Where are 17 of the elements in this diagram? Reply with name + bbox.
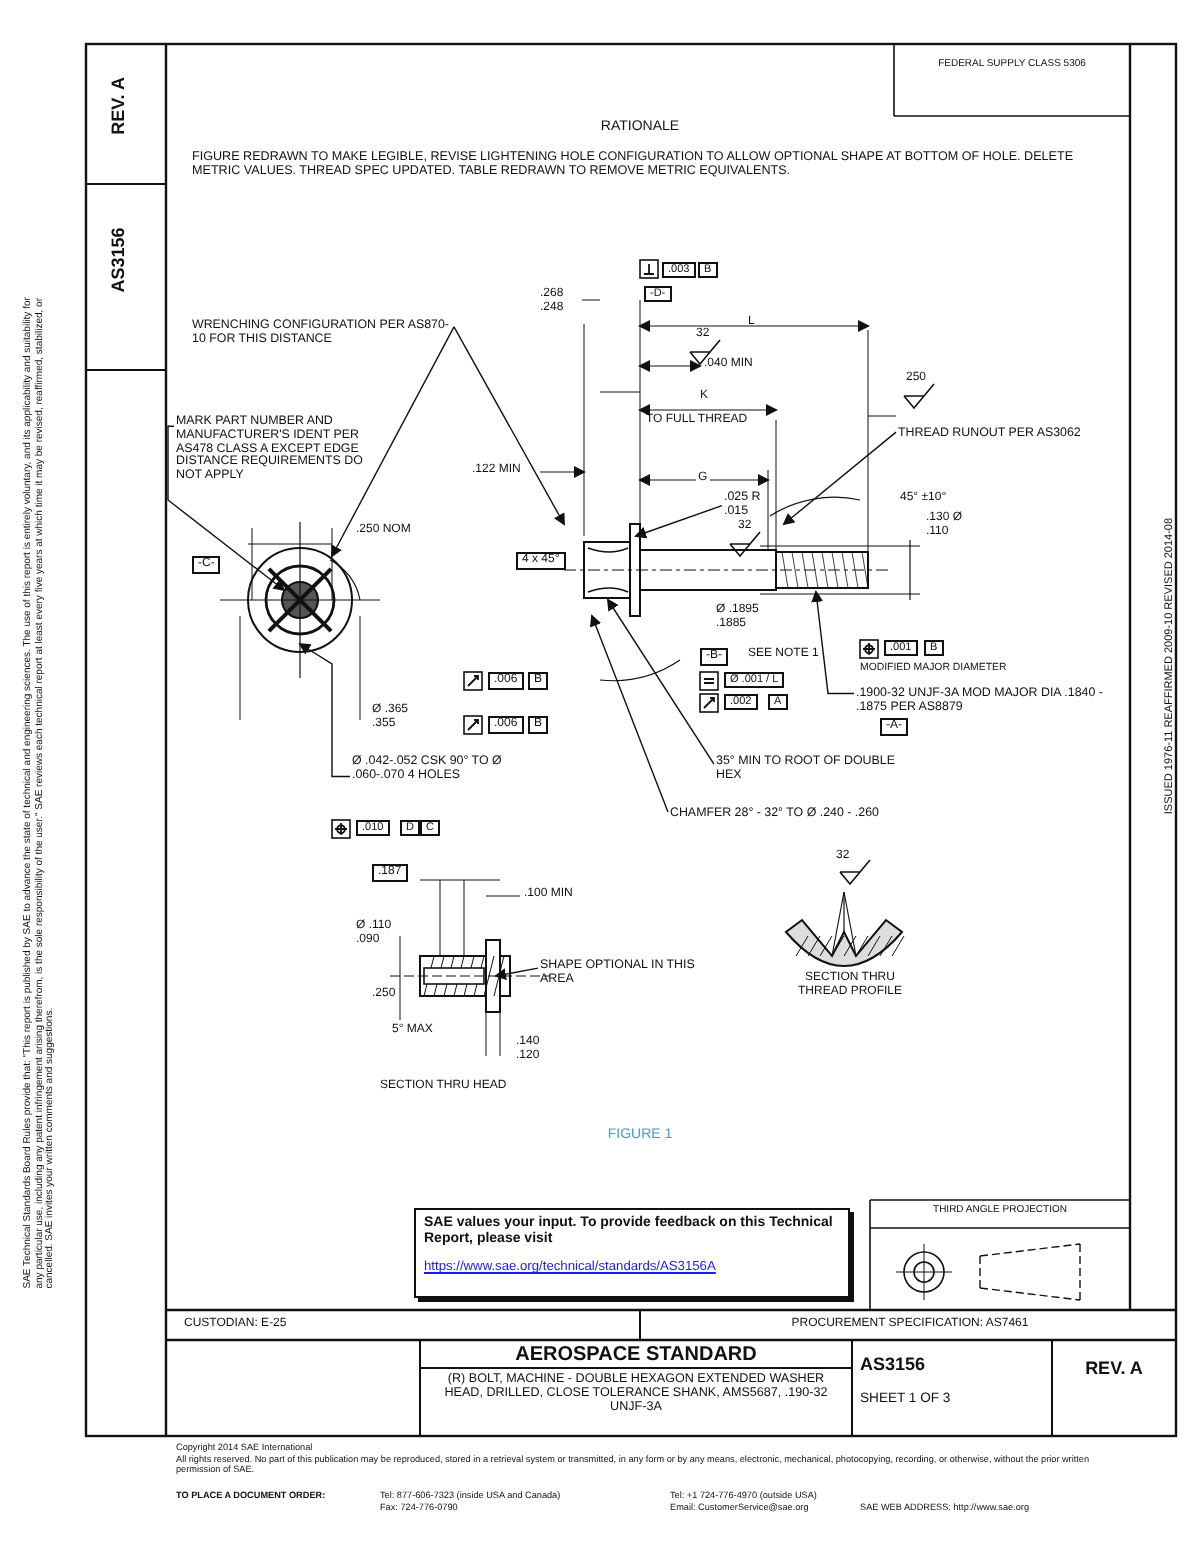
leader-line: [453, 326, 565, 526]
leader-line: [811, 590, 855, 695]
revision-label: REV. A: [110, 75, 130, 139]
document-heading: AEROSPACE STANDARD: [513, 1344, 759, 1366]
leader-line: [167, 425, 286, 592]
leader-line: [298, 642, 351, 778]
revision-label: REV. A: [1083, 1360, 1145, 1380]
bolt-side-view-drawing: [563, 523, 893, 617]
document-number: AS3156: [110, 225, 130, 297]
leader-line: [782, 431, 897, 526]
document-number: AS3156: [860, 1356, 926, 1376]
leader-line: [331, 326, 455, 558]
leader-line: [494, 967, 539, 981]
bolt-end-view-drawing: [219, 521, 381, 679]
leader-line: [606, 598, 715, 765]
leader-line: [634, 504, 723, 539]
leader-line: [590, 614, 669, 813]
